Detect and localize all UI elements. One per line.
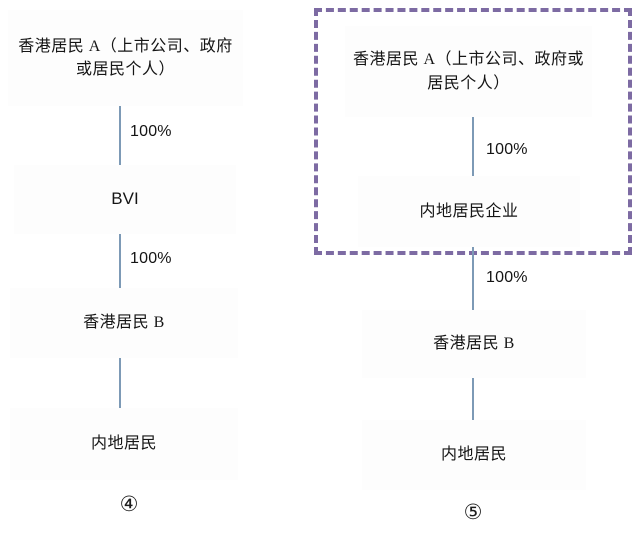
node-label: 香港居民 B	[433, 335, 515, 353]
node-bvi[interactable]: BVI	[14, 165, 236, 234]
connector-bvi-to-hk-resident-b	[119, 234, 121, 288]
diagram-caption-5: ⑤	[463, 500, 483, 524]
connector-a-to-mainland-enterprise	[472, 117, 474, 176]
node-mainland-resident-right[interactable]: 内地居民	[362, 420, 586, 490]
connector-mainland-enterprise-to-hk-resident-b	[472, 247, 474, 310]
node-label: 内地居民企业	[419, 202, 519, 220]
node-hk-resident-a-left[interactable]: 香港居民 A（上市公司、政府或居民个人）	[8, 10, 243, 106]
connector-hk-resident-b-to-mainland-resident-left	[119, 358, 121, 408]
edge-label-a-to-mainland-enterprise: 100%	[486, 141, 528, 158]
edge-label-bvi-to-hk-resident-b: 100%	[130, 250, 172, 267]
node-label: 内地居民	[90, 435, 157, 453]
node-mainland-resident-left[interactable]: 内地居民	[10, 408, 238, 480]
connector-hk-resident-b-to-mainland-resident-right	[472, 378, 474, 420]
node-label: BVI	[111, 189, 139, 209]
node-hk-resident-b-right[interactable]: 香港居民 B	[362, 310, 586, 378]
edge-label-a-to-bvi: 100%	[130, 123, 172, 140]
diagram-caption-4: ④	[119, 492, 139, 516]
node-label: 内地居民	[440, 446, 507, 464]
connector-a-to-bvi	[119, 106, 121, 165]
node-mainland-resident-enterprise[interactable]: 内地居民企业	[358, 176, 580, 247]
node-hk-resident-b-left[interactable]: 香港居民 B	[10, 288, 238, 358]
node-hk-resident-a-right[interactable]: 香港居民 A（上市公司、政府或居民个人）	[345, 26, 592, 117]
node-label: 香港居民 B	[83, 314, 165, 332]
edge-label-mainland-enterprise-to-hk-resident-b: 100%	[486, 269, 528, 286]
node-label: 香港居民 A（上市公司、政府或居民个人）	[18, 37, 233, 78]
node-label: 香港居民 A（上市公司、政府或居民个人）	[352, 51, 585, 92]
